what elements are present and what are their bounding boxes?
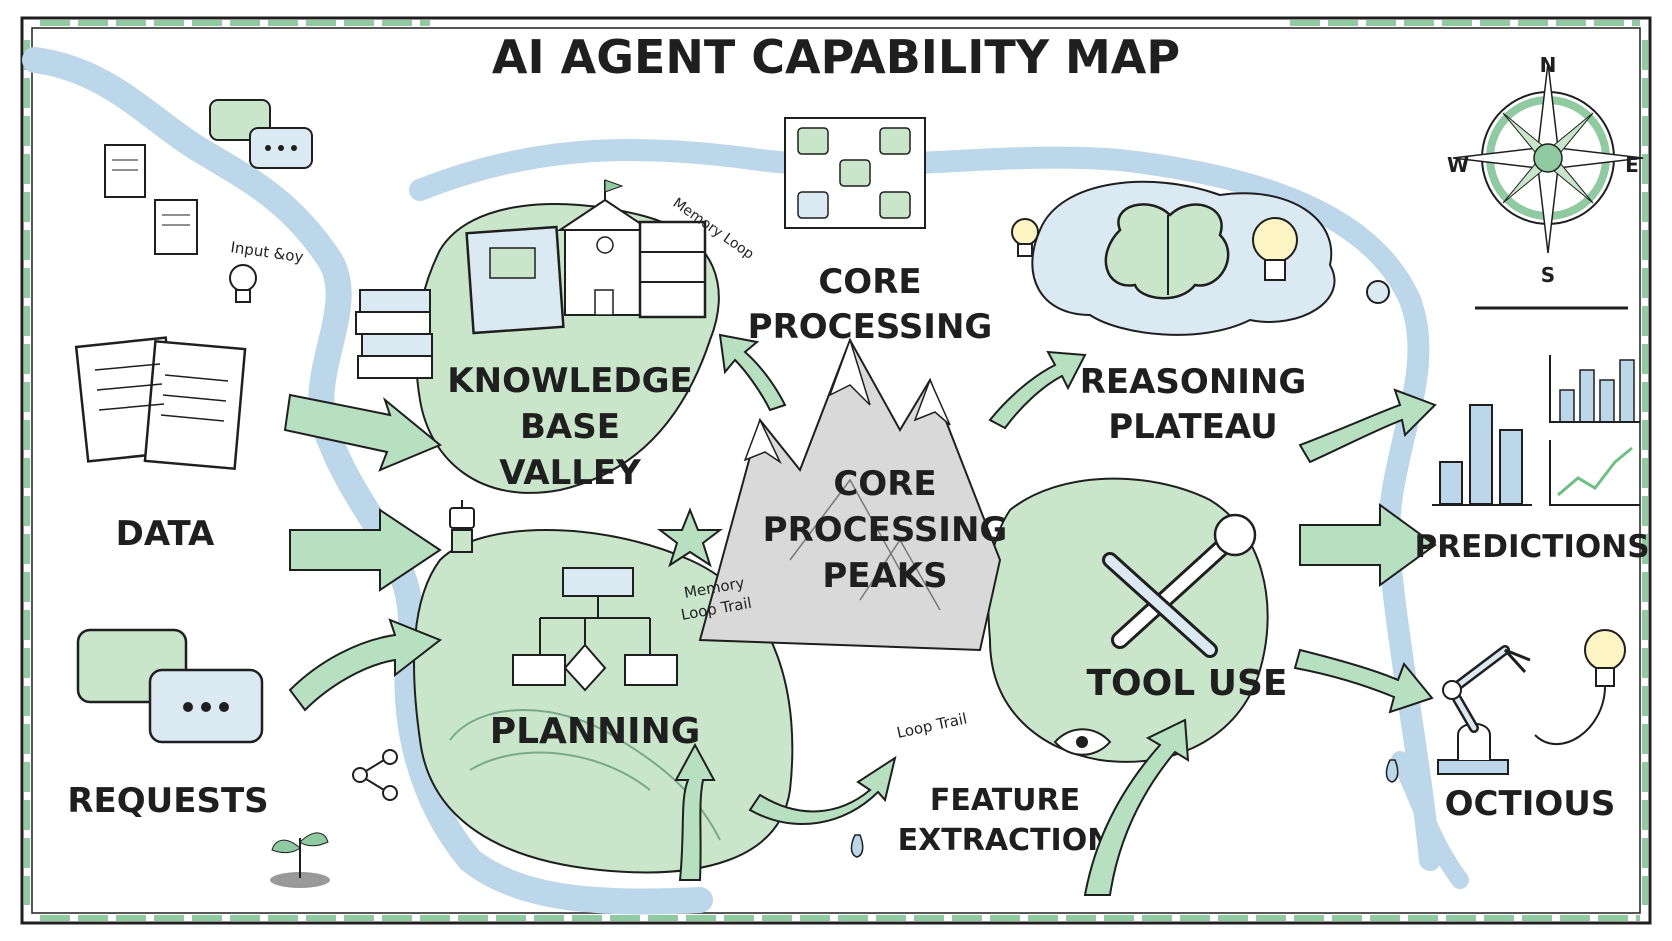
robot-arm-icon — [1437, 645, 1531, 775]
core-processing-diagram — [784, 117, 926, 229]
lightbulb-icon — [229, 264, 257, 303]
planning-label: PLANNING — [490, 711, 701, 752]
chat-bubble-icon — [209, 99, 313, 169]
compass-east: E — [1625, 153, 1639, 177]
data-label: DATA — [116, 514, 215, 554]
compass-west: W — [1447, 153, 1469, 177]
flow-arrows — [674, 333, 1437, 896]
sprout-icon — [270, 832, 330, 888]
compass-rose-icon — [1452, 62, 1644, 254]
input-arrows — [283, 393, 442, 712]
core-processing-label-1: CORE — [818, 262, 921, 302]
knowledge-label-3: VALLEY — [499, 453, 641, 493]
eye-icon — [1053, 728, 1112, 756]
reasoning-label-2: PLATEAU — [1108, 407, 1278, 447]
requests-chat-icon — [76, 628, 264, 744]
feature-label-1: FEATURE — [930, 783, 1080, 818]
knowledge-label-1: KNOWLEDGE — [447, 361, 692, 401]
knowledge-label-2: BASE — [520, 407, 620, 447]
brain-icon — [1104, 203, 1230, 300]
lightbulb-icon — [1011, 217, 1390, 304]
predictions-label: PREDICTIONS — [1414, 529, 1649, 565]
wrench-icon — [1102, 513, 1257, 658]
bar-chart-icon — [1432, 355, 1640, 506]
octious-label: OCTIOUS — [1445, 784, 1616, 824]
robot-icon — [449, 500, 475, 553]
compass-south: S — [1541, 263, 1555, 287]
document-icon — [104, 144, 198, 255]
share-icon — [352, 749, 398, 801]
tool-use-land — [987, 477, 1269, 763]
compass-north: N — [1540, 53, 1557, 77]
data-documents-icon — [74, 336, 247, 471]
map-title: AI AGENT CAPABILITY MAP — [492, 30, 1180, 84]
lightbulb-icon — [1534, 629, 1626, 746]
requests-label: REQUESTS — [67, 781, 268, 821]
tool-use-label: TOOL USE — [1087, 663, 1288, 704]
waterdrop-icon — [850, 759, 1399, 858]
book-icon — [355, 225, 565, 379]
river — [22, 47, 1469, 915]
bookshelf-icon — [638, 220, 707, 319]
mountain-peaks — [698, 337, 1002, 652]
reasoning-label-1: REASONING — [1080, 362, 1307, 402]
line-chart-icon — [1549, 440, 1640, 506]
peaks-label-3: PEAKS — [822, 556, 947, 596]
peaks-label-2: PROCESSING — [763, 510, 1008, 550]
feature-label-2: EXTRACTION — [898, 823, 1113, 858]
core-processing-label-2: PROCESSING — [748, 307, 993, 347]
peaks-label-1: CORE — [833, 464, 936, 504]
star-icon — [657, 507, 723, 568]
